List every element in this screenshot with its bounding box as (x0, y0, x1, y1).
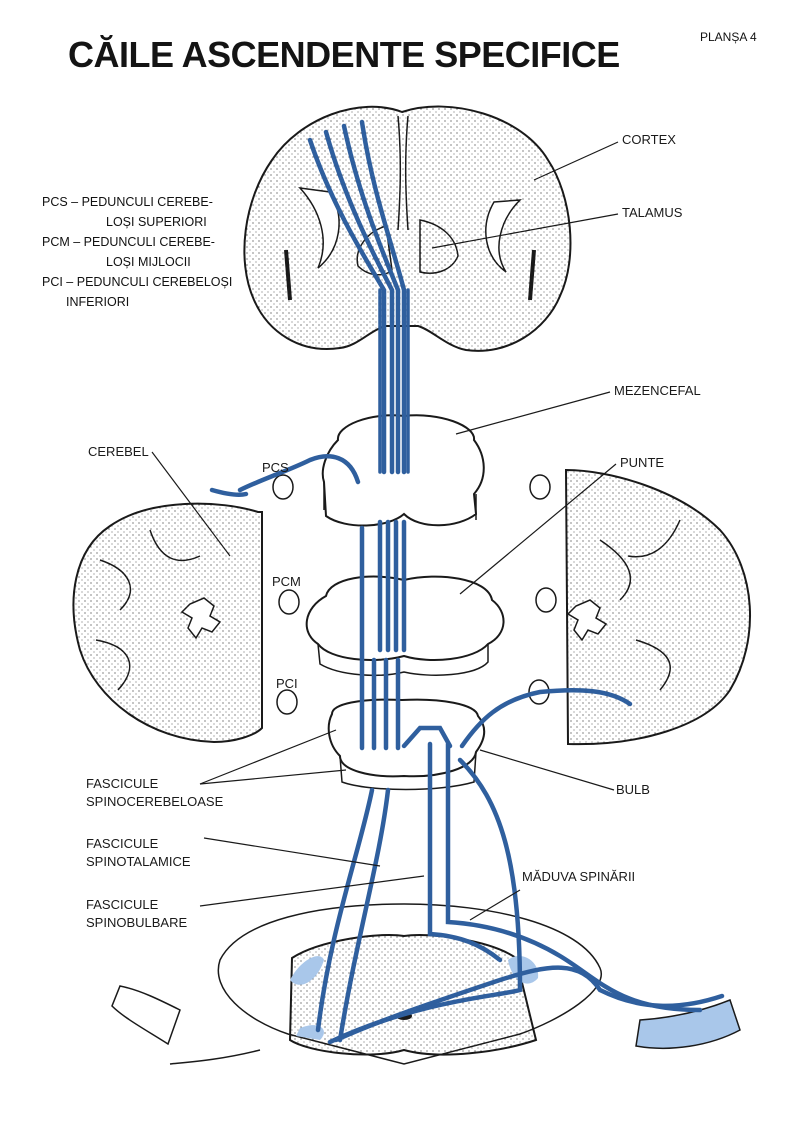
label-pcm: PCM (272, 574, 301, 589)
label-pci: PCI (276, 676, 298, 691)
medulla-slab (327, 698, 486, 791)
label-fascicule-spinobulbare-1: FASCICULE (86, 897, 159, 912)
label-mezencefal: MEZENCEFAL (614, 383, 701, 398)
leader-lines (151, 141, 619, 921)
label-fascicule-spinotalamice-2: SPINOTALAMICE (86, 854, 191, 869)
abbreviation-legend: PCS – PEDUNCULI CEREBE- LOȘI SUPERIORI P… (42, 192, 232, 312)
legend-pci-line1: PCI – PEDUNCULI CEREBELOȘI (42, 275, 233, 289)
label-fascicule-spinocerebeloase-2: SPINOCEREBELOASE (86, 794, 224, 809)
label-punte: PUNTE (620, 455, 665, 470)
cerebellum-right (564, 468, 751, 746)
legend-pcm-line2: LOȘI MIJLOCII (106, 255, 191, 269)
label-fascicule-spinotalamice-1: FASCICULE (86, 836, 159, 851)
label-fascicule-spinobulbare-2: SPINOBULBARE (86, 915, 188, 930)
ascending-tracts (209, 119, 725, 1045)
label-cerebel: CEREBEL (88, 444, 149, 459)
label-fascicule-spinocerebeloase-1: FASCICULE (86, 776, 159, 791)
legend-pci-line2: INFERIORI (66, 295, 130, 309)
label-talamus: TALAMUS (622, 205, 683, 220)
legend-pcm-line1: PCM – PEDUNCULI CEREBE- (42, 235, 215, 249)
cerebrum-section (243, 105, 572, 352)
spinal-cord-section (111, 903, 741, 1065)
label-maduva-spinarii: MĂDUVA SPINĂRII (522, 869, 636, 884)
peduncle-discs (272, 474, 557, 715)
label-pcs: PCS (262, 460, 289, 475)
page-title: CĂILE ASCENDENTE SPECIFICE (68, 34, 620, 75)
label-cortex: CORTEX (622, 132, 676, 147)
legend-pcs-line2: LOȘI SUPERIORI (106, 215, 207, 229)
legend-pcs-line1: PCS – PEDUNCULI CEREBE- (42, 195, 213, 209)
plate-number: PLANȘA 4 (700, 30, 757, 44)
cerebellum-left (72, 502, 263, 744)
label-bulb: BULB (616, 782, 650, 797)
